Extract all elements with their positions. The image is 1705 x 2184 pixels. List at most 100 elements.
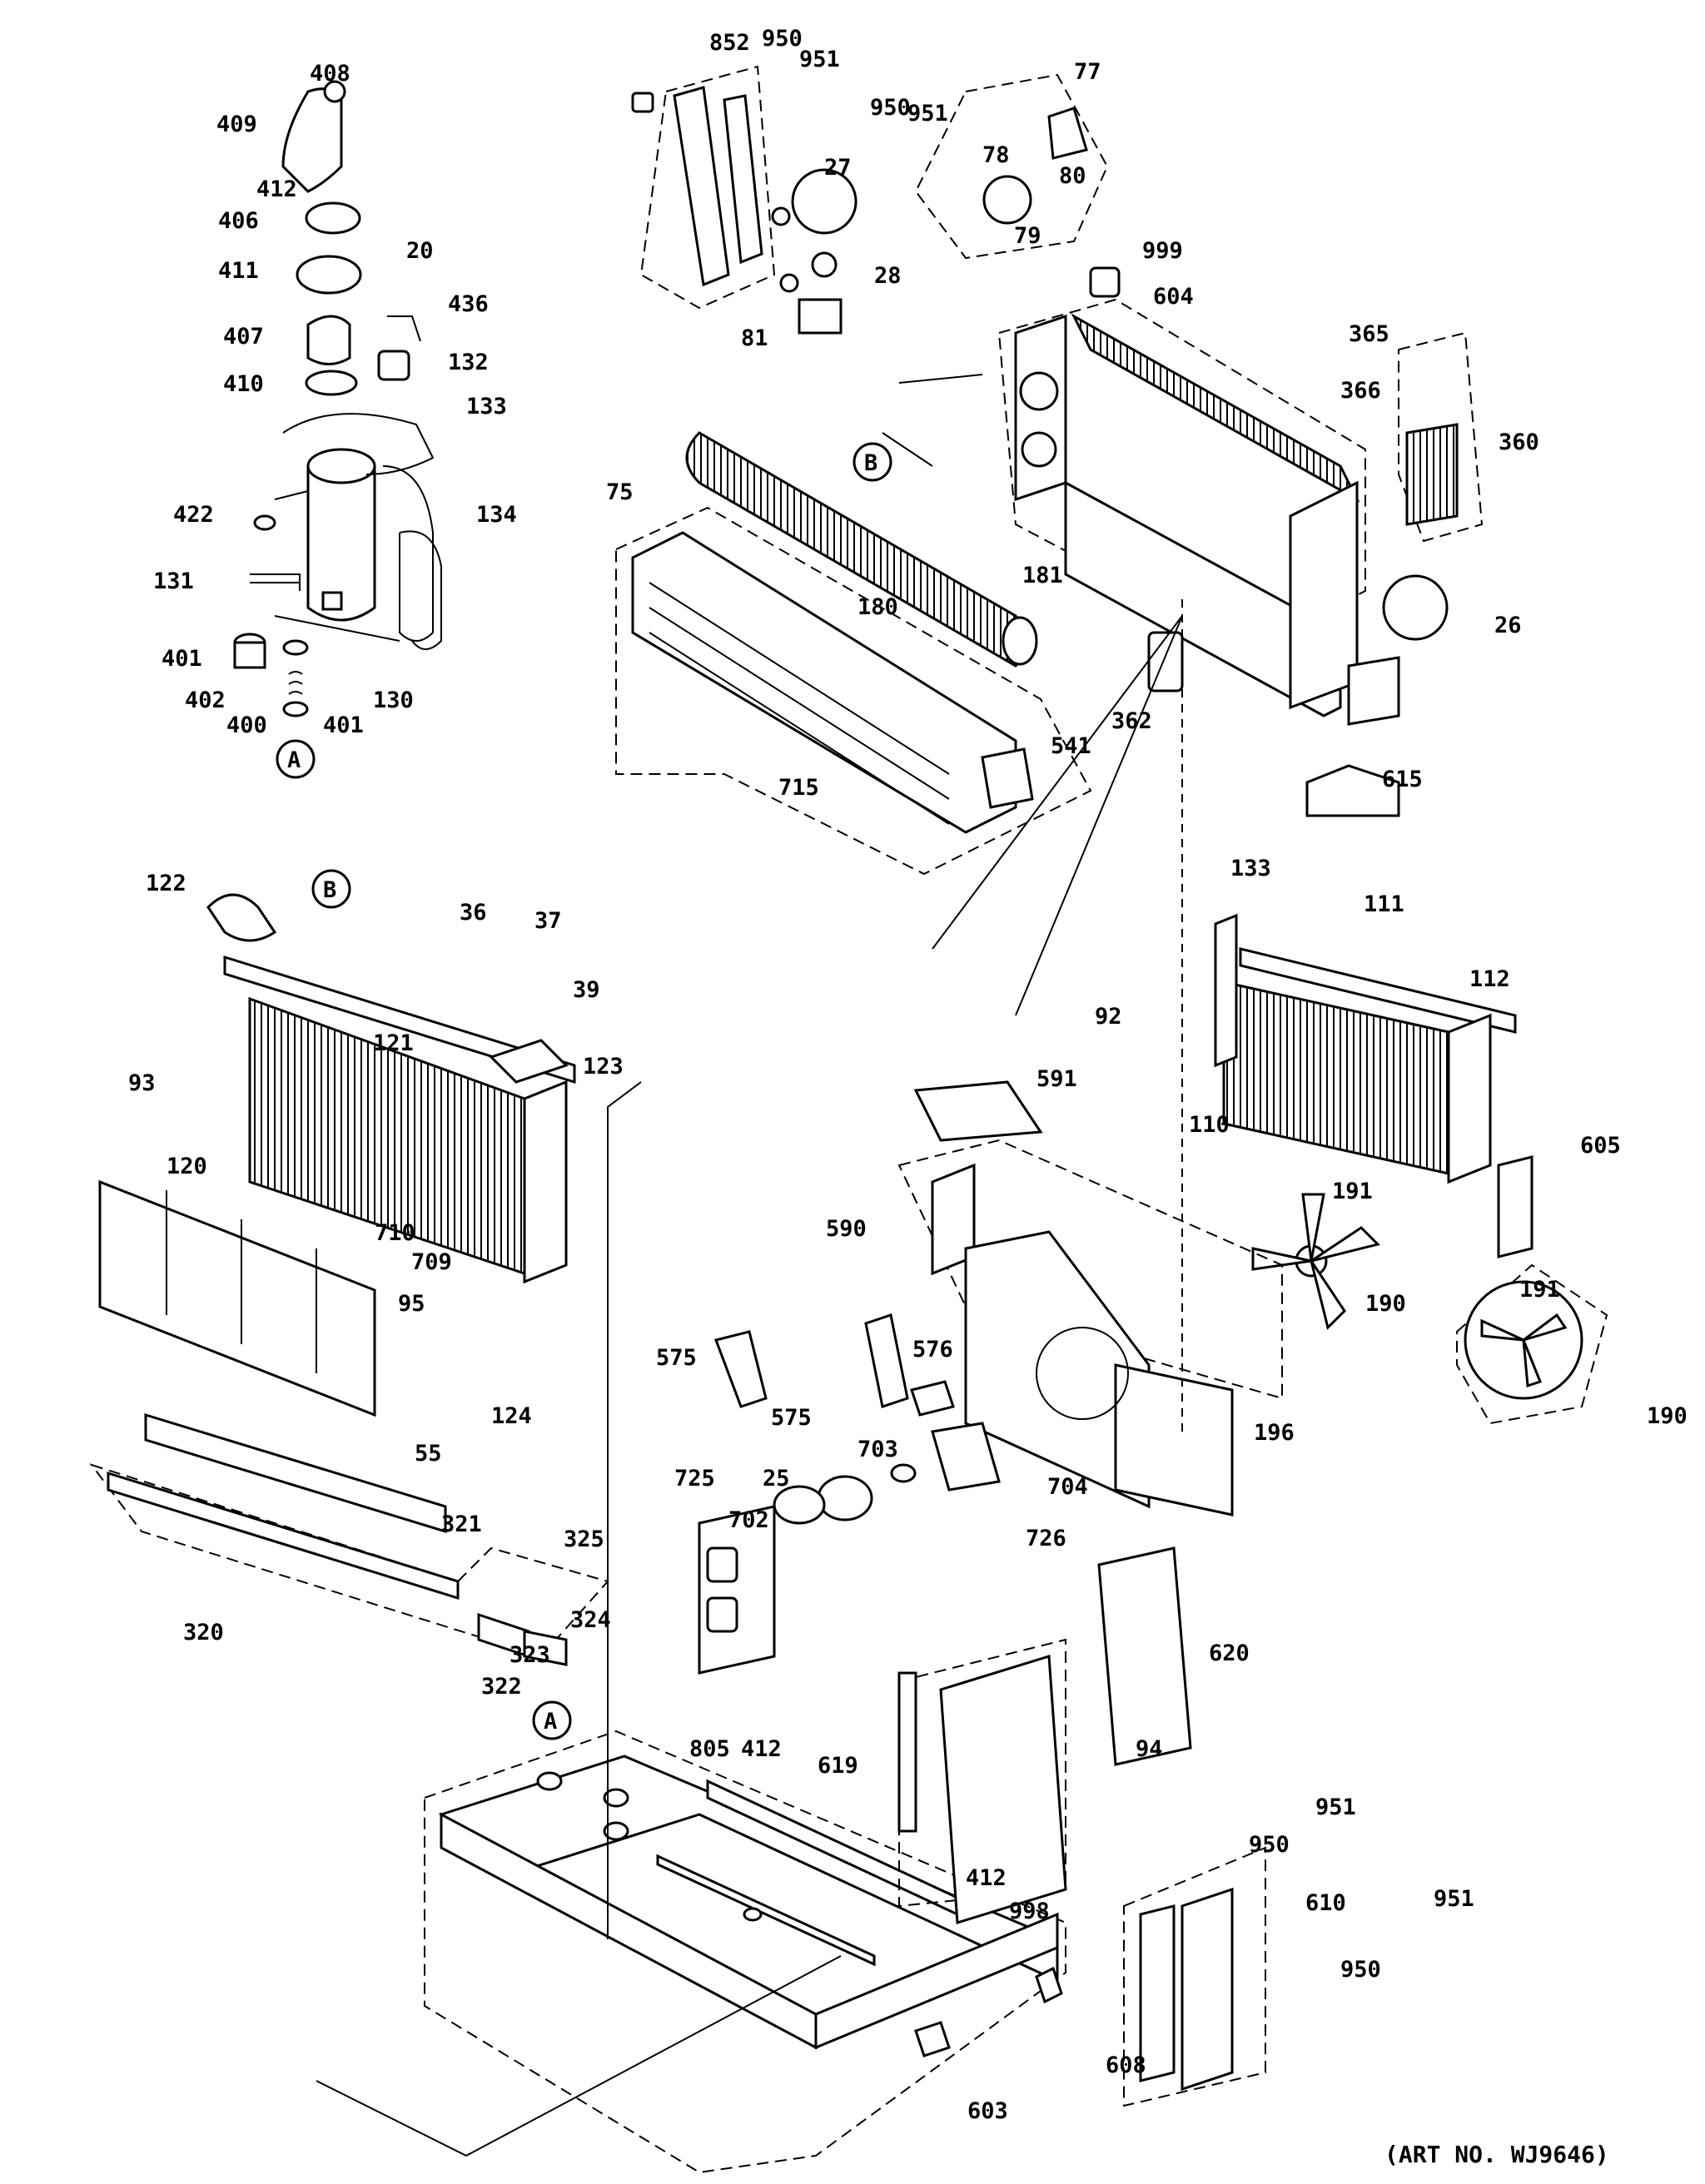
part-label-324: 324 (570, 1607, 611, 1633)
part-label-325: 325 (564, 1526, 604, 1552)
part-label-412a: 412 (256, 176, 297, 202)
part-label-576: 576 (912, 1337, 953, 1363)
part-label-603: 603 (967, 2098, 1008, 2124)
part-label-133a: 133 (466, 394, 507, 419)
part-label-998: 998 (1009, 1899, 1050, 1924)
part-label-436: 436 (448, 291, 489, 317)
part-label-121: 121 (373, 1030, 414, 1056)
condenser-group (1214, 913, 1534, 1258)
part-label-725: 725 (674, 1466, 715, 1492)
part-label-25: 25 (763, 1466, 790, 1492)
part-label-78: 78 (982, 142, 1010, 168)
part-label-402: 402 (185, 687, 226, 713)
part-label-575b: 575 (771, 1405, 812, 1431)
bulkhead-group (997, 298, 1484, 817)
part-label-591: 591 (1036, 1066, 1077, 1092)
part-label-134: 134 (476, 502, 517, 528)
part-label-321: 321 (441, 1511, 482, 1537)
part-label-408: 408 (310, 61, 350, 87)
part-label-360: 360 (1499, 429, 1539, 455)
part-label-120: 120 (167, 1154, 207, 1179)
part-label-92: 92 (1095, 1004, 1122, 1030)
part-label-620: 620 (1209, 1640, 1250, 1666)
part-label-412b: 412 (741, 1736, 782, 1762)
control-panel-group (631, 65, 1121, 335)
part-label-715: 715 (778, 775, 819, 801)
part-label-130: 130 (373, 687, 414, 713)
part-label-122: 122 (146, 871, 186, 896)
part-label-94: 94 (1136, 1736, 1163, 1762)
part-label-196: 196 (1254, 1420, 1295, 1446)
part-label-852: 852 (709, 30, 750, 56)
part-label-409: 409 (216, 112, 257, 137)
part-label-95: 95 (398, 1291, 425, 1317)
part-label-541: 541 (1051, 733, 1091, 759)
part-label-181: 181 (1022, 563, 1063, 588)
part-label-123: 123 (583, 1054, 624, 1080)
part-label-605: 605 (1580, 1133, 1621, 1159)
part-label-703: 703 (857, 1437, 898, 1462)
part-label-190a: 190 (1365, 1291, 1406, 1317)
part-label-951b: 951 (907, 101, 948, 127)
part-label-191a: 191 (1332, 1179, 1373, 1204)
part-label-75: 75 (606, 479, 634, 505)
part-label-619: 619 (818, 1753, 858, 1779)
assembly-lines (316, 374, 1183, 2157)
part-label-422: 422 (173, 502, 214, 528)
part-label-702: 702 (728, 1507, 769, 1533)
evaporator-group (89, 893, 609, 1666)
part-label-365: 365 (1349, 321, 1389, 347)
part-label-412c: 412 (966, 1865, 1007, 1891)
callout-a-bottom: A (544, 1709, 557, 1735)
part-label-604: 604 (1153, 284, 1194, 310)
part-label-950b: 950 (870, 95, 911, 121)
part-label-55: 55 (415, 1441, 442, 1467)
art-number: (ART NO. WJ9646) (1384, 2141, 1609, 2168)
callout-b-top: B (864, 450, 877, 476)
part-label-111: 111 (1364, 891, 1404, 917)
part-label-28: 28 (874, 263, 902, 289)
part-label-133b: 133 (1230, 856, 1271, 881)
part-label-401b: 401 (323, 712, 364, 738)
part-label-39: 39 (573, 977, 600, 1003)
part-label-950a: 950 (762, 26, 803, 52)
part-label-20: 20 (406, 238, 434, 264)
part-label-709: 709 (411, 1249, 452, 1275)
side-panels-group (897, 1546, 1266, 2107)
part-label-951a: 951 (799, 47, 840, 72)
part-label-26: 26 (1494, 613, 1522, 638)
part-label-951c: 951 (1315, 1794, 1356, 1820)
part-label-726: 726 (1026, 1526, 1066, 1551)
part-label-951d: 951 (1434, 1886, 1474, 1912)
part-label-406: 406 (218, 208, 259, 234)
part-label-124: 124 (491, 1403, 532, 1429)
part-label-999: 999 (1142, 238, 1183, 264)
blower-group (615, 431, 1092, 876)
part-label-79: 79 (1014, 223, 1041, 249)
part-label-191b: 191 (1519, 1277, 1560, 1303)
part-label-610: 610 (1305, 1890, 1346, 1916)
part-label-590: 590 (826, 1216, 867, 1242)
part-label-131: 131 (153, 568, 194, 594)
shroud-group (897, 1080, 1283, 1516)
part-label-615: 615 (1382, 767, 1423, 792)
part-label-77: 77 (1074, 59, 1101, 85)
part-label-710: 710 (375, 1220, 415, 1246)
part-label-320: 320 (183, 1620, 224, 1645)
part-label-80: 80 (1059, 163, 1086, 189)
part-label-407: 407 (223, 324, 264, 350)
part-label-81: 81 (741, 325, 768, 351)
part-label-93: 93 (128, 1070, 156, 1096)
part-label-950c: 950 (1249, 1832, 1290, 1858)
compressor-assembly (233, 80, 442, 717)
motor-group (698, 1313, 1001, 1675)
part-label-608: 608 (1106, 2052, 1146, 2078)
callout-a-top: A (287, 747, 301, 773)
part-label-110: 110 (1189, 1112, 1230, 1138)
callout-markers: A B B A (276, 442, 892, 1740)
part-label-366: 366 (1340, 378, 1381, 404)
part-label-805: 805 (689, 1736, 730, 1762)
callout-b-left: B (323, 877, 336, 903)
